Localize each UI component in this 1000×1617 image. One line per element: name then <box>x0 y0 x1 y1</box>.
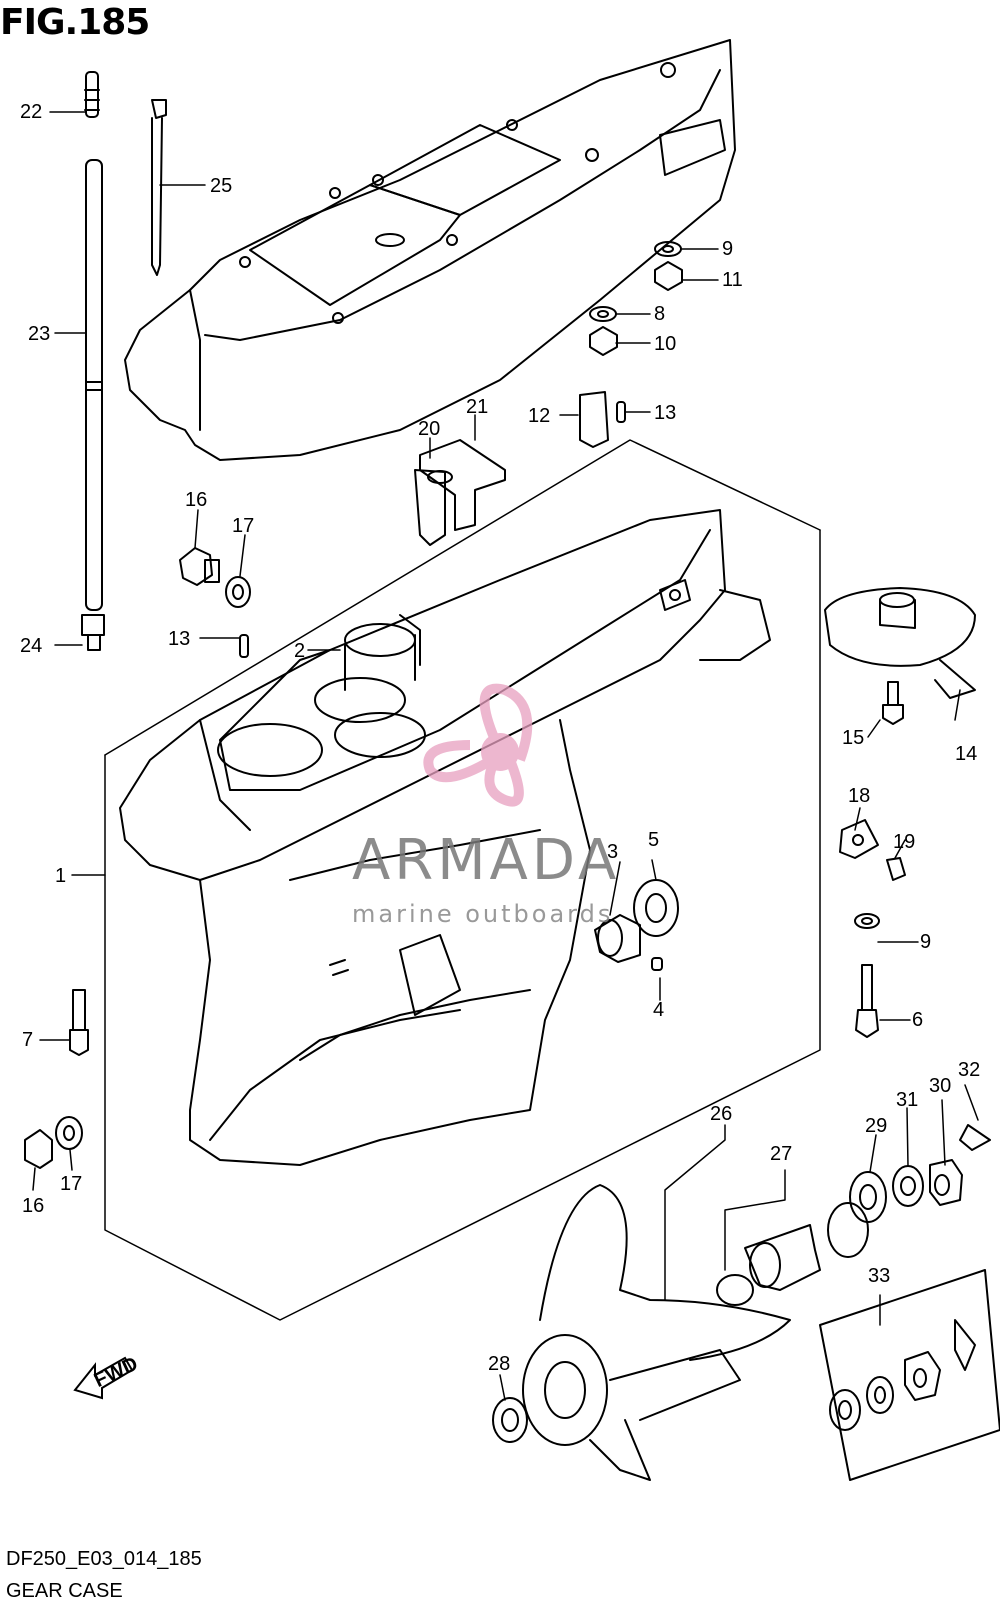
armada-logo-icon <box>423 683 533 807</box>
part-label-5: 5 <box>648 829 659 851</box>
part-label-2: 2 <box>294 640 305 662</box>
part-label-27: 27 <box>770 1143 792 1165</box>
shift-rod <box>81 71 105 651</box>
part-label-19: 19 <box>893 831 915 853</box>
part-label-14: 14 <box>955 743 977 765</box>
part-label-20: 20 <box>418 418 440 440</box>
part-labels: 22 25 9 11 8 10 23 21 20 12 13 16 17 13 … <box>20 101 980 1375</box>
part-label-8: 8 <box>654 303 665 325</box>
part-label-3: 3 <box>607 841 618 863</box>
part-label-9: 9 <box>722 238 733 260</box>
part-label-7: 7 <box>22 1029 33 1051</box>
part-label-13: 13 <box>654 402 676 424</box>
part-label-21: 21 <box>466 396 488 418</box>
small-fittings-right <box>839 819 906 1038</box>
lower-fasteners <box>24 989 89 1169</box>
part-label-9b: 9 <box>920 931 931 953</box>
part-label-1: 1 <box>55 865 66 887</box>
part-label-15: 15 <box>842 727 864 749</box>
part-label-22: 22 <box>20 101 42 123</box>
part-label-13b: 13 <box>168 628 190 650</box>
part-label-32: 32 <box>958 1059 980 1081</box>
propeller-nut-stack <box>849 1124 991 1223</box>
model-code: DF250_E03_014_185 <box>6 1548 202 1570</box>
part-label-31: 31 <box>896 1089 918 1111</box>
figure-title: FIG.185 <box>0 2 150 43</box>
part-label-12: 12 <box>528 405 550 427</box>
fwd-label: FWD <box>91 1353 142 1392</box>
part-label-17b: 17 <box>60 1173 82 1195</box>
seal-bearing-pin <box>594 879 679 971</box>
leader-lines <box>32 111 979 1401</box>
part-label-16b: 16 <box>22 1195 44 1217</box>
part-label-23: 23 <box>28 323 50 345</box>
fwd-arrow-icon: FWD <box>73 1353 142 1400</box>
part-label-29: 29 <box>865 1115 887 1137</box>
bracket <box>414 439 506 546</box>
alt-nut-kit-inset <box>819 1269 1000 1481</box>
part-label-26: 26 <box>710 1103 732 1125</box>
watermark-brand: ARMADA <box>352 828 621 893</box>
part-label-25: 25 <box>210 175 232 197</box>
watermark-tagline: marine outboards <box>352 900 614 928</box>
propeller <box>492 1184 791 1481</box>
gear-case-housing <box>119 509 771 1166</box>
part-label-28: 28 <box>488 1353 510 1375</box>
clip-and-pin <box>579 391 626 448</box>
part-label-4: 4 <box>653 999 664 1021</box>
part-label-6: 6 <box>912 1009 923 1031</box>
figure-caption: GEAR CASE <box>6 1580 123 1602</box>
spacer-sleeve <box>716 1202 869 1306</box>
part-label-16: 16 <box>185 489 207 511</box>
gear-case-cover <box>124 39 736 461</box>
part-label-18: 18 <box>848 785 870 807</box>
part-label-33: 33 <box>868 1265 890 1287</box>
plug-and-gasket-upper <box>179 547 251 658</box>
part-label-11: 11 <box>722 269 743 291</box>
cable-tie <box>151 99 167 276</box>
explode-outline <box>104 439 821 1321</box>
part-label-24: 24 <box>20 635 42 657</box>
part-label-17: 17 <box>232 515 254 537</box>
trim-anode <box>824 587 976 725</box>
part-label-30: 30 <box>929 1075 951 1097</box>
part-label-10: 10 <box>654 333 676 355</box>
